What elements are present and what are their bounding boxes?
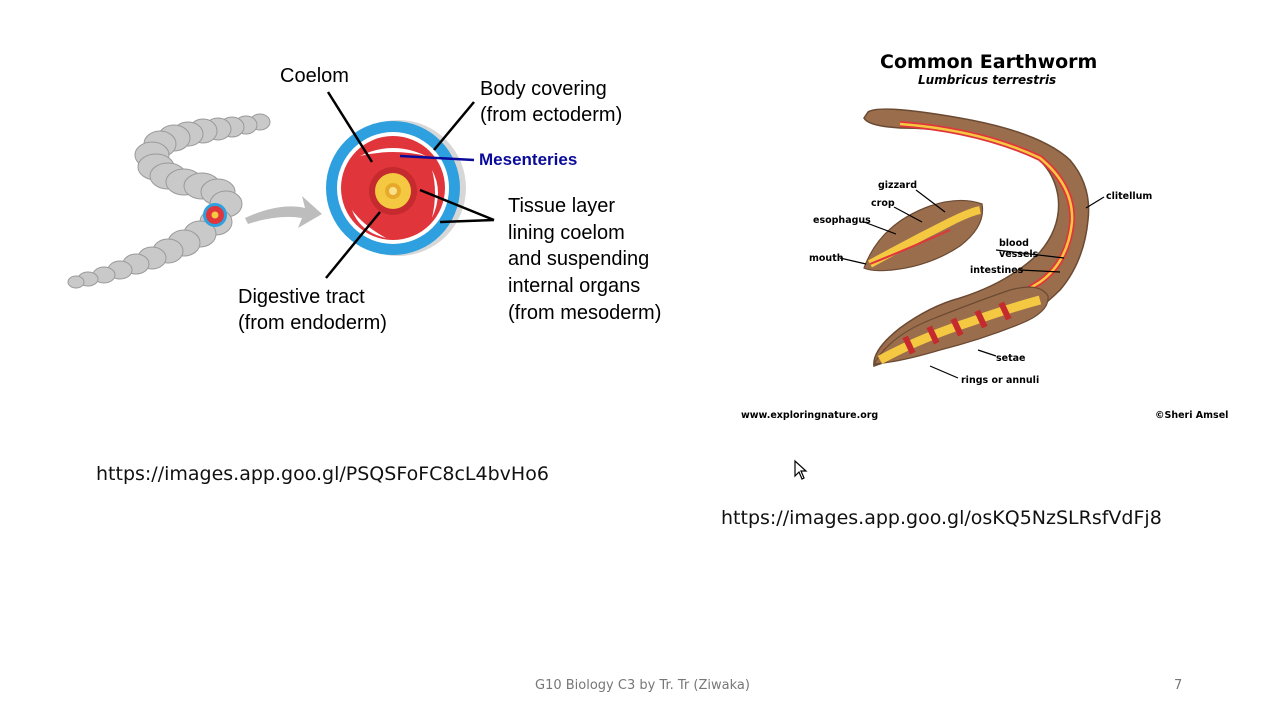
tissue-layer-label-4: internal organs	[508, 275, 641, 297]
arrow-icon	[245, 196, 322, 228]
mesenteries-label: Mesenteries	[479, 150, 578, 169]
cursor-icon	[794, 459, 808, 480]
coelom-label: Coelom	[280, 65, 349, 87]
tissue-layer-label-3: and suspending	[508, 248, 650, 270]
small-cross-section	[203, 203, 227, 227]
earthworm-title: Common Earthworm	[880, 51, 1098, 73]
intestines-label: intestines	[970, 265, 1024, 276]
setae-label: setae	[996, 353, 1026, 364]
earthworm-subtitle: Lumbricus terrestris	[918, 73, 1057, 87]
slide-number: 7	[1174, 678, 1183, 693]
body-covering-label: Body covering	[480, 78, 607, 100]
copyright-label: ©Sheri Amsel	[1155, 410, 1229, 421]
esophagus-label: esophagus	[813, 215, 871, 226]
blood-vessels-label-1: blood	[999, 238, 1029, 249]
crop-label: crop	[871, 198, 895, 209]
clitellum-label: clitellum	[1106, 191, 1153, 202]
right-image-link[interactable]: https://images.app.goo.gl/osKQ5NzSLRsfVd…	[721, 507, 1162, 529]
left-image-link[interactable]: https://images.app.goo.gl/PSQSFoFC8cL4bv…	[96, 463, 549, 485]
tissue-layer-label-1: Tissue layer	[508, 195, 616, 217]
tissue-layer-label-2: lining coelom	[508, 222, 625, 244]
tissue-layer-label-5: (from mesoderm)	[508, 302, 662, 324]
worm-cross-section-figure	[67, 113, 466, 289]
digestive-tract-origin-label: (from endoderm)	[238, 312, 387, 334]
rings-label: rings or annuli	[961, 375, 1040, 386]
mouth-label: mouth	[809, 253, 844, 264]
grey-worm	[67, 113, 271, 289]
body-covering-origin-label: (from ectoderm)	[480, 104, 623, 126]
large-cross-section	[326, 120, 466, 256]
blood-vessels-label-2: vessels	[999, 249, 1039, 260]
digestive-tract-label: Digestive tract	[238, 286, 365, 308]
slide-footer: G10 Biology C3 by Tr. Tr (Ziwaka)	[535, 678, 750, 693]
exploringnature-site-label: www.exploringnature.org	[741, 410, 879, 421]
gizzard-label: gizzard	[878, 180, 918, 191]
